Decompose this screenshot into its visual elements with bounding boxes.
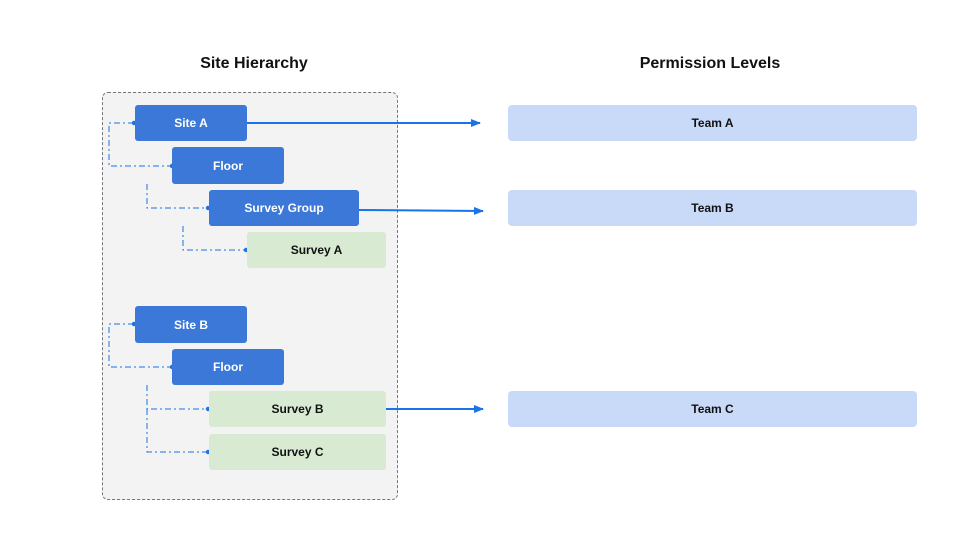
arrow-survey-group-to-team-b [358, 206, 484, 215]
team-a-box[interactable]: Team A [508, 105, 917, 141]
node-survey-group[interactable]: Survey Group [209, 190, 359, 226]
connector-floor-a [146, 184, 208, 209]
node-survey-c[interactable]: Survey C [209, 434, 386, 470]
connector-floor-b-survey-c [146, 409, 208, 453]
node-floor-b[interactable]: Floor [172, 349, 284, 385]
node-site-a[interactable]: Site A [135, 105, 247, 141]
node-survey-b[interactable]: Survey B [209, 391, 386, 427]
connector-site-a [108, 122, 172, 167]
node-site-b[interactable]: Site B [135, 306, 247, 343]
node-survey-a[interactable]: Survey A [247, 232, 386, 268]
connector-survey-group [182, 226, 246, 251]
connector-floor-b-survey-b [146, 385, 208, 410]
connector-site-b [108, 323, 172, 368]
node-floor-a[interactable]: Floor [172, 147, 284, 184]
permission-levels-title: Permission Levels [639, 55, 781, 72]
site-hierarchy-title: Site Hierarchy [200, 55, 308, 72]
team-c-box[interactable]: Team C [508, 391, 917, 427]
team-b-box[interactable]: Team B [508, 190, 917, 226]
